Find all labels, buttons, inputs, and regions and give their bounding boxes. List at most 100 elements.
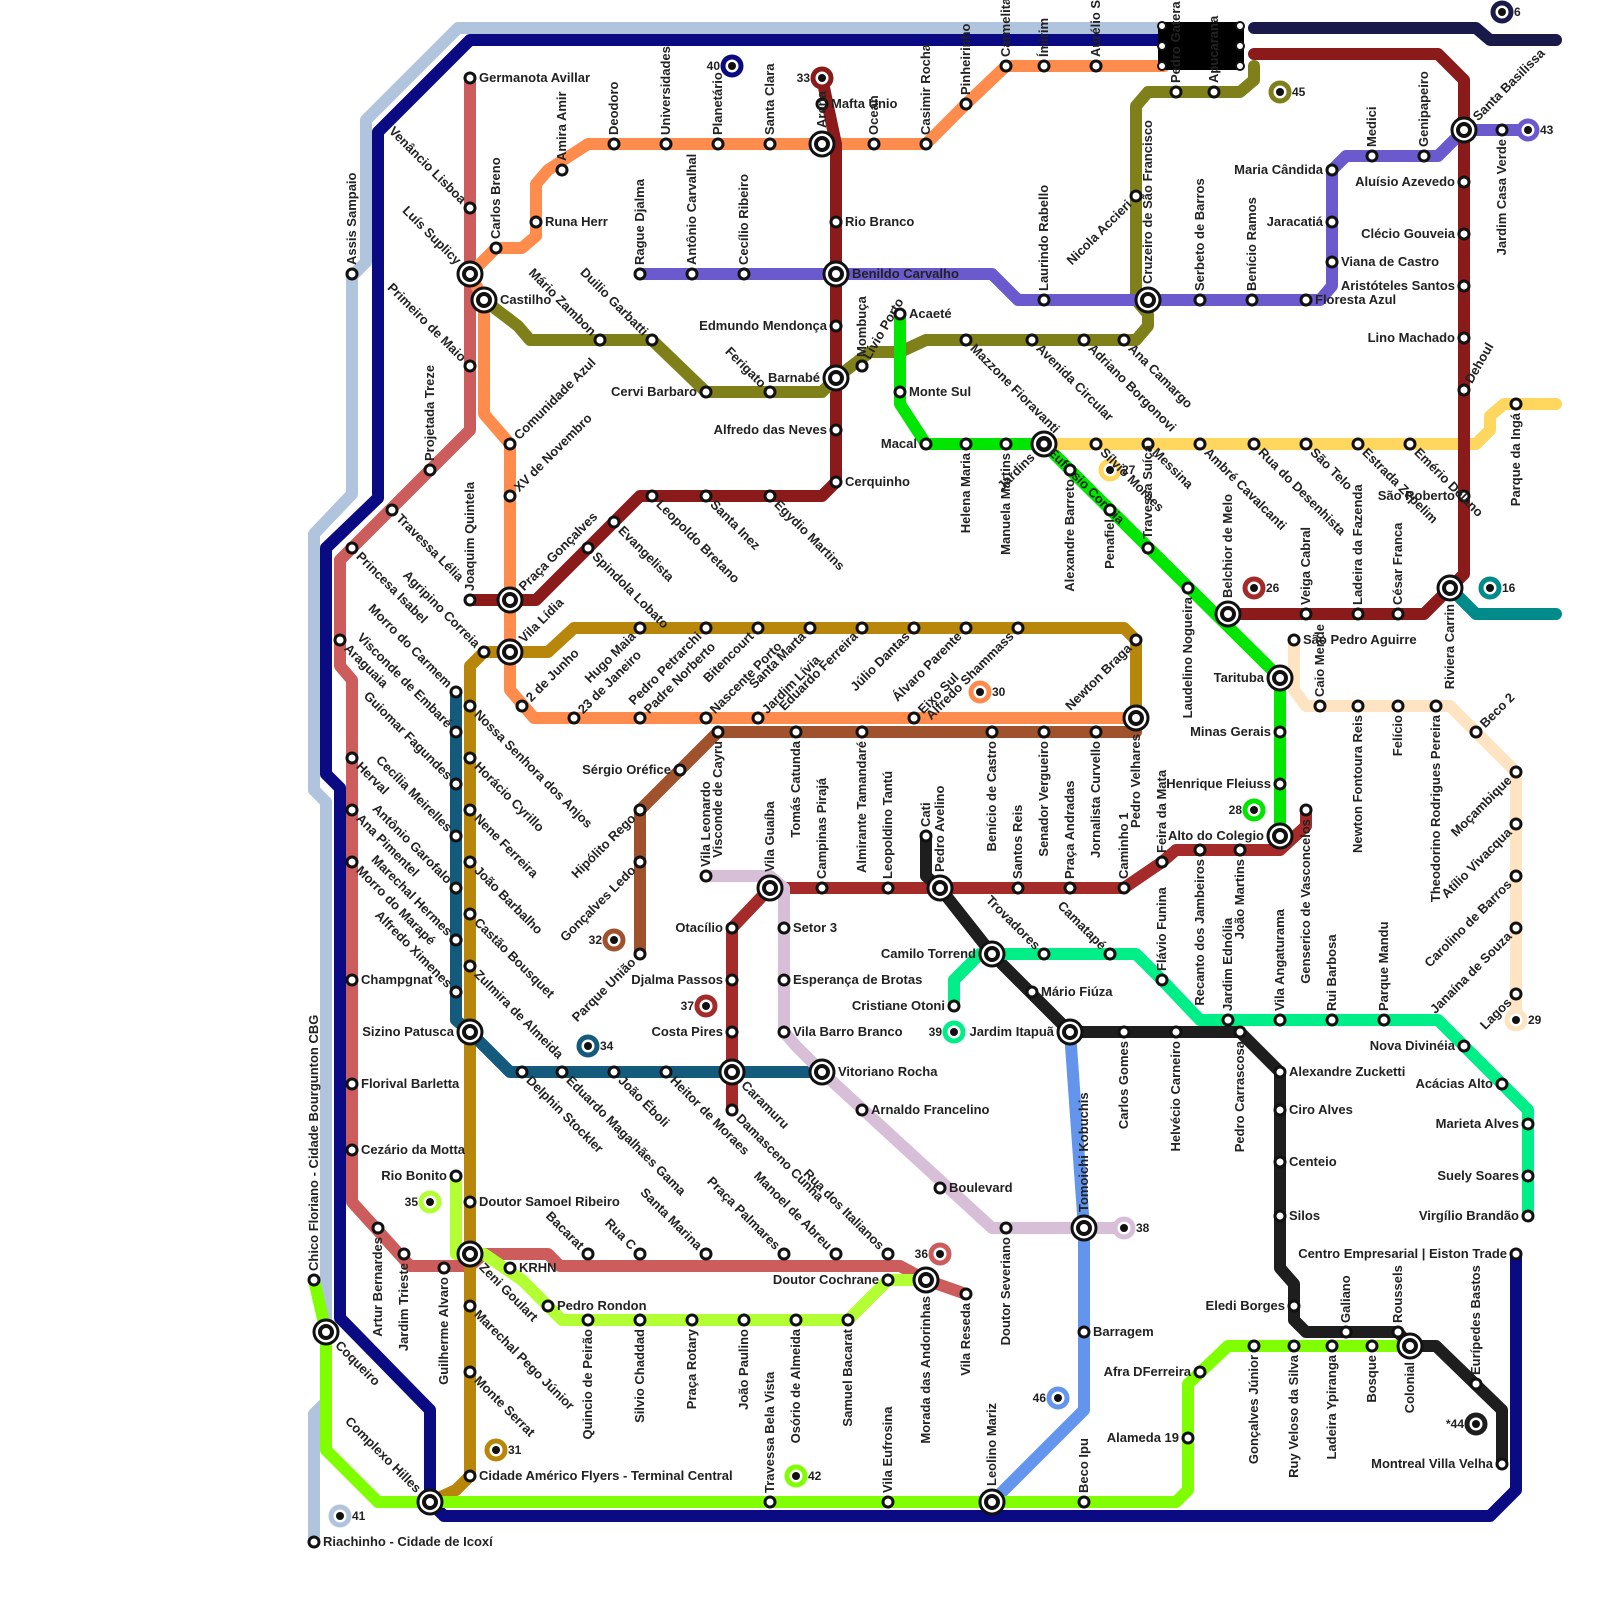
station[interactable]: Chico Floriano - Cidade Bourgunton CBG [306, 1015, 321, 1285]
station[interactable]: Henrique Fleiuss [1166, 776, 1285, 791]
station[interactable]: Casimir Rocha [918, 43, 933, 149]
line-badge[interactable]: 16 [1481, 579, 1516, 597]
line-badge[interactable]: 43 [1519, 121, 1554, 139]
line-badge[interactable]: 38 [1115, 1219, 1150, 1237]
station[interactable]: Newton Braga [1062, 635, 1141, 713]
station[interactable]: Sérgio Oréfice [582, 762, 685, 777]
station[interactable]: Genserico de Vasconcelos [1298, 805, 1313, 984]
station[interactable]: Jardim Trieste [396, 1249, 411, 1351]
station[interactable]: Nicola Accieri [1064, 191, 1141, 268]
station[interactable]: Cezário da Motta [347, 1142, 466, 1157]
station[interactable]: Alexandre Zucketti [1275, 1064, 1405, 1079]
station[interactable]: Edmundo Mendonça [699, 318, 841, 333]
station[interactable]: Ana Camargo [1119, 335, 1196, 411]
station[interactable]: Santos Reis [1010, 805, 1025, 893]
station[interactable]: Djalma Passos [631, 972, 737, 987]
station[interactable]: Carlos Breno [488, 157, 503, 253]
station[interactable]: Alexandre Barreto [1062, 465, 1077, 592]
line-badge[interactable]: 26 [1245, 579, 1280, 597]
station[interactable]: Esperança de Brotas [779, 972, 922, 987]
station[interactable]: Universidades [658, 46, 673, 149]
line-badge[interactable]: 28 [1229, 801, 1263, 819]
station[interactable]: Rio Branco [831, 214, 914, 229]
station[interactable]: Belchior de Melo [1216, 494, 1240, 626]
station[interactable]: Aristóteles Santos [1341, 278, 1469, 293]
station[interactable]: Eurípedes Bastos [1468, 1265, 1483, 1389]
station[interactable]: Senador Vergueiro [1036, 727, 1051, 857]
station[interactable]: Jornalista Curvello [1088, 727, 1103, 858]
station[interactable]: Jardim Ednólia [1220, 917, 1235, 1025]
station[interactable]: Tomás Catunda [788, 727, 803, 838]
station[interactable]: Benildo Carvalho [824, 262, 959, 286]
line-badge[interactable]: 33 [797, 69, 831, 87]
station[interactable]: Rua dos Italianos [801, 1166, 893, 1259]
line-badge[interactable]: 46 [1033, 1389, 1067, 1407]
station[interactable]: Comunidade Azul [505, 355, 599, 449]
station[interactable]: Viana de Castro [1327, 254, 1439, 269]
station[interactable]: Ciro Alves [1275, 1102, 1353, 1117]
station[interactable]: Planetário [710, 72, 725, 149]
station[interactable]: Genipapeiro [1416, 71, 1431, 161]
station[interactable]: Samuel Bacarat [840, 1315, 855, 1427]
station[interactable]: Carlos Gomes [1116, 1027, 1131, 1129]
station[interactable]: Santa Marina [637, 1185, 711, 1259]
station[interactable]: Macal [881, 436, 931, 451]
station[interactable]: Venâncio Lisboa [386, 123, 475, 213]
station[interactable]: Joaquim Quintela [462, 481, 477, 605]
line-badge[interactable]: 31 [487, 1441, 522, 1459]
station[interactable]: Arnaldo Francelino [857, 1102, 990, 1117]
station[interactable]: Primeiro de Maio [385, 280, 475, 371]
line-badge[interactable]: 45 [1271, 83, 1306, 101]
station[interactable]: Praça Andradas [1062, 780, 1077, 893]
line-badge[interactable]: 42 [787, 1467, 822, 1485]
station[interactable]: Praça Rotary [684, 1315, 699, 1409]
station[interactable]: Centro Empresarial | Eiston Trade [1298, 1246, 1521, 1261]
station[interactable]: Monte Sul [895, 384, 971, 399]
station[interactable]: Acaeté [895, 306, 952, 321]
line-badge[interactable]: 30 [971, 683, 1006, 701]
station[interactable]: Cecílio Ribeiro [736, 174, 751, 279]
station[interactable]: Castilho [472, 288, 551, 312]
station[interactable]: João Paulino [736, 1315, 751, 1410]
station[interactable]: Colonial [1398, 1334, 1422, 1413]
station[interactable]: Newton Fontoura Reis [1350, 701, 1365, 853]
station[interactable]: Rio Bonito [381, 1168, 461, 1183]
station[interactable]: Otacílio [675, 920, 737, 935]
route-line-line22[interactable] [1254, 28, 1556, 40]
station[interactable]: Theodorino Rodrigues Pereira [1428, 701, 1443, 902]
station[interactable]: Leopoldino Tantú [880, 771, 895, 893]
station[interactable]: Antônio Carvalhal [684, 154, 699, 279]
line-badge[interactable]: 34 [579, 1037, 614, 1055]
station[interactable]: Clécio Gouveia [1361, 226, 1469, 241]
station[interactable]: Travessa Bela Vista [762, 1371, 777, 1507]
station[interactable]: Alfredo Shammass [923, 623, 1023, 723]
station[interactable]: Beco 2 [1471, 690, 1517, 737]
station[interactable]: Travessa Suíça [1140, 444, 1155, 553]
line-badge[interactable]: *44 [1446, 1415, 1485, 1433]
station[interactable]: Afra DFerreira [1104, 1364, 1205, 1379]
station[interactable]: Cristiane Otoni [852, 998, 959, 1013]
station[interactable]: Quincio de Peirão [580, 1315, 595, 1440]
station[interactable]: César Franca [1390, 522, 1405, 619]
station[interactable]: Pedro Velhares [1124, 706, 1148, 828]
station[interactable]: Osório de Almeida [788, 1315, 803, 1443]
station[interactable]: Maria Cândida [1234, 162, 1337, 177]
station[interactable]: Riviera Carrin [1438, 576, 1462, 689]
station[interactable]: Tarituba [1214, 666, 1292, 690]
line-badge[interactable]: 29 [1507, 1011, 1542, 1029]
station[interactable]: Riachinho - Cidade de Icoxí [309, 1534, 493, 1549]
station[interactable]: Rua C [602, 1215, 645, 1259]
station[interactable]: Cruzeiro de São Francisco [1136, 120, 1160, 312]
station[interactable]: Alfredo das Neves [714, 422, 841, 437]
station[interactable]: Santa Clara [762, 63, 777, 149]
station[interactable]: Aluísio Azevedo [1355, 174, 1469, 189]
station[interactable]: Barragem [1079, 1324, 1154, 1339]
station[interactable]: Doutor Severiano [998, 1223, 1013, 1345]
station[interactable]: Serbeto de Barros [1192, 178, 1207, 305]
station[interactable]: Minas Gerais [1190, 724, 1285, 739]
station[interactable]: Vila Reseda [958, 1289, 973, 1376]
station[interactable]: Feira da Mata [1154, 769, 1169, 867]
station[interactable]: Florival Barletta [347, 1076, 460, 1091]
station[interactable]: Ladeira Ypiranga [1324, 1341, 1339, 1460]
station[interactable]: Floresta Azul [1301, 292, 1396, 307]
